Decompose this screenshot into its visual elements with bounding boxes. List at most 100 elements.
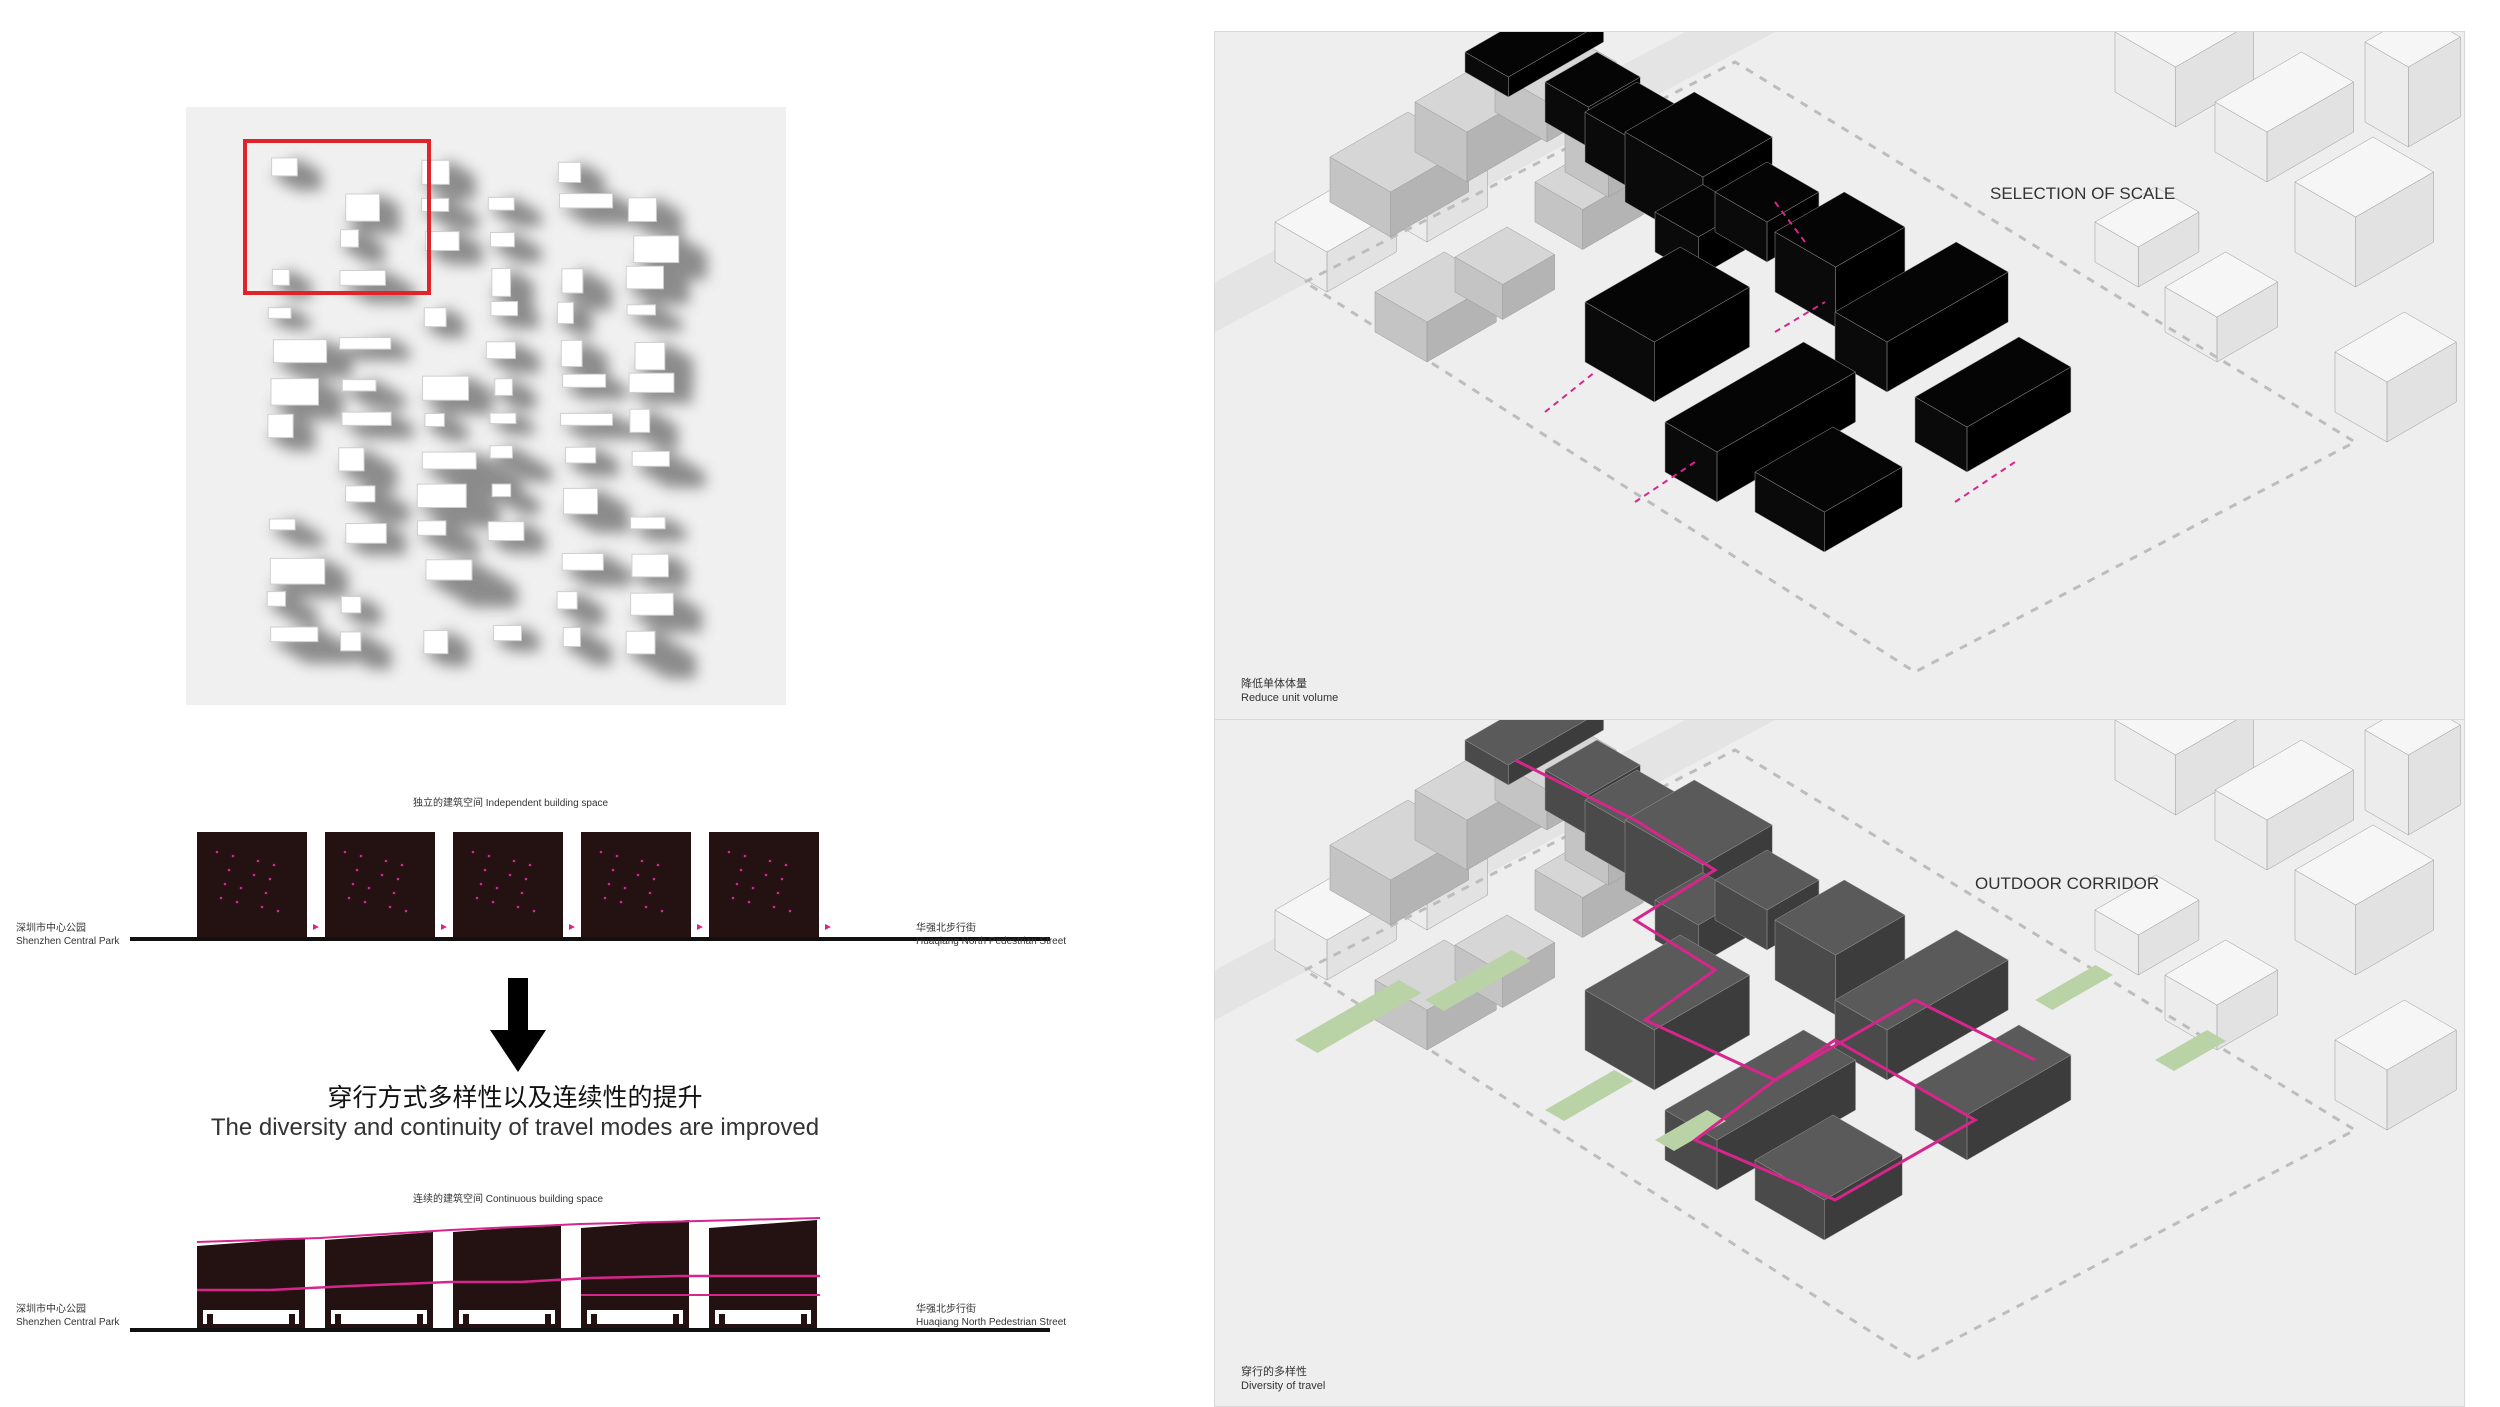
pedestrian-dot [256, 859, 260, 863]
new-mass-top [1664, 341, 1857, 453]
new-mass-top [1914, 336, 2072, 428]
building-block [561, 268, 584, 294]
green-space [1545, 1070, 1634, 1121]
context-building-top [2294, 136, 2435, 218]
pedestrian-dot [619, 900, 623, 904]
axon-top-panel: SELECTION OF SCALE 降低单体体量 Reduce unit vo… [1214, 31, 2465, 721]
building-block [631, 450, 670, 467]
pedestrian-dot [508, 873, 512, 877]
new-mass-top [1464, 720, 1587, 766]
building-block [630, 592, 674, 616]
section-top-title: 独立的建筑空间 Independent building space [413, 798, 609, 809]
pedestrian-dot [235, 900, 239, 904]
building-block [626, 304, 657, 316]
pedestrian-dot [404, 909, 408, 913]
flow-arrow [1544, 371, 1596, 413]
section-bottom-left-label: 深圳市中心公园 Shenzhen Central Park [16, 1303, 119, 1329]
building-shadow [559, 193, 642, 226]
section-top-right-label: 华强北步行街 Huaqiang North Pedestrian Street [916, 922, 1066, 948]
column [719, 1314, 725, 1328]
new-mass-top [1834, 241, 2009, 343]
column [289, 1314, 295, 1328]
new-mass-top [1774, 879, 1906, 956]
pedestrian-dot [772, 905, 776, 909]
pedestrian-dot [495, 886, 499, 890]
new-mass-top [1624, 91, 1773, 178]
building-block [633, 235, 680, 264]
independent-block [453, 832, 563, 937]
building-block [560, 339, 583, 368]
independent-block [197, 832, 307, 937]
building-block [485, 341, 516, 360]
new-mass-top [1584, 246, 1751, 343]
pedestrian-dot [727, 850, 731, 854]
pedestrian-dot [660, 909, 664, 913]
building-block [490, 232, 515, 248]
pedestrian-dot [351, 882, 355, 886]
building-block [489, 412, 517, 425]
building-block [628, 372, 675, 393]
travel-path [196, 1217, 821, 1243]
pedestrian-dot [384, 859, 388, 863]
corridor-path [1774, 998, 2036, 1082]
building-block [341, 411, 392, 426]
building-block [490, 301, 519, 317]
building-block [340, 631, 362, 652]
flow-arrow [825, 924, 831, 930]
pedestrian-dot [623, 886, 627, 890]
building-block [423, 630, 449, 655]
building-block [340, 596, 362, 614]
pedestrian-dot [223, 882, 227, 886]
pedestrian-dot [652, 877, 656, 881]
flow-arrow [1954, 461, 2016, 503]
column [417, 1314, 423, 1328]
pedestrian-dot [260, 905, 264, 909]
pedestrian-dot [516, 905, 520, 909]
axon-top-heading: SELECTION OF SCALE [1990, 184, 2176, 203]
building-block [563, 487, 599, 515]
green-space [1295, 980, 1422, 1053]
pedestrian-dot [388, 905, 392, 909]
pedestrian-dot [524, 877, 528, 881]
flow-arrow [313, 924, 319, 930]
building-block [631, 553, 669, 578]
building-block [629, 408, 651, 433]
building-block [341, 379, 377, 392]
building-block [625, 630, 656, 655]
continuous-block [197, 1238, 305, 1328]
pedestrian-dot [479, 882, 483, 886]
building-block [487, 196, 515, 211]
pedestrian-dot [491, 900, 495, 904]
new-mass-top [1584, 934, 1751, 1031]
right-label-cn: 华强北步行街 [916, 923, 976, 934]
section-independent-diagram [130, 832, 1050, 941]
context-building-top [2364, 720, 2461, 756]
pedestrian-dot [512, 859, 516, 863]
building-block [270, 378, 319, 406]
pedestrian-dot [751, 886, 755, 890]
column [545, 1314, 551, 1328]
context-building-top [2094, 874, 2200, 936]
building-block [625, 265, 664, 290]
column [335, 1314, 341, 1328]
pedestrian-dot [487, 854, 491, 858]
right-label-en: Huaqiang North Pedestrian Street [916, 936, 1067, 947]
axon-top-caption-cn: 降低单体体量 [1241, 678, 1307, 690]
new-mass-top [1714, 161, 1820, 223]
section-bottom-right-label: 华强北步行街 Huaqiang North Pedestrian Street [916, 1303, 1066, 1329]
pedestrian-dot [392, 891, 396, 895]
independent-block [325, 832, 435, 937]
building-block [634, 341, 666, 371]
context-building-top [2364, 32, 2461, 68]
building-block [630, 516, 666, 530]
building-shadow [561, 340, 609, 383]
building-block [266, 591, 286, 607]
ground-opening [459, 1310, 555, 1324]
pedestrian-dot [603, 896, 607, 900]
building-block [345, 523, 387, 544]
green-space [2155, 1030, 2227, 1071]
pedestrian-dot [640, 859, 644, 863]
pedestrian-dot [359, 854, 363, 858]
pedestrian-dot [776, 891, 780, 895]
building-block [340, 229, 359, 248]
